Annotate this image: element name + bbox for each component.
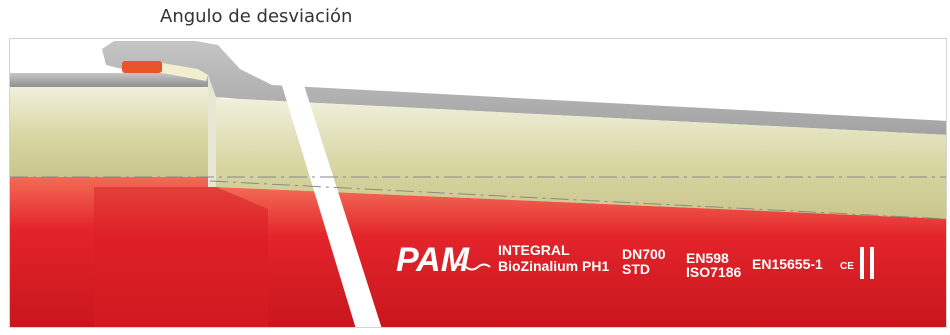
pam-logo-text: PAM	[396, 241, 470, 279]
standard-en15655: EN15655-1	[752, 256, 823, 272]
gasket-lip	[208, 75, 216, 187]
right-pipe	[94, 99, 946, 327]
socket-bell	[102, 41, 946, 187]
right-pipe-lining	[216, 99, 946, 219]
gasket-insert	[162, 63, 208, 81]
standard-en598: EN598	[686, 250, 729, 266]
section-cut-band	[280, 79, 382, 327]
diameter-marking: DN700	[622, 246, 666, 262]
ce-mark: CE	[840, 261, 854, 272]
gasket-seal	[122, 61, 162, 73]
product-name: INTEGRAL	[498, 242, 570, 258]
pipe-joint-illustration: PAM INTEGRAL BioZinalium PH1 DN700 STD E…	[10, 41, 946, 327]
logo-wave-icon	[453, 263, 491, 271]
pipe-markings: INTEGRAL BioZinalium PH1 DN700 STD EN598…	[498, 242, 854, 280]
diagram-caption: Angulo de desviación	[160, 6, 353, 27]
socket-shadow	[94, 187, 268, 327]
right-pipe-body	[94, 187, 946, 327]
class-marking: STD	[622, 261, 650, 277]
left-pipe-lining	[10, 87, 220, 177]
left-pipe-wall	[10, 73, 220, 87]
marking-bar-1	[860, 247, 864, 279]
coating-name: BioZinalium PH1	[498, 258, 609, 274]
socket-wall	[102, 41, 946, 187]
pam-logo: PAM	[396, 241, 491, 279]
marking-bar-2	[870, 247, 874, 279]
standard-iso7186: ISO7186	[686, 264, 741, 280]
diagram-frame: PAM INTEGRAL BioZinalium PH1 DN700 STD E…	[9, 38, 947, 328]
